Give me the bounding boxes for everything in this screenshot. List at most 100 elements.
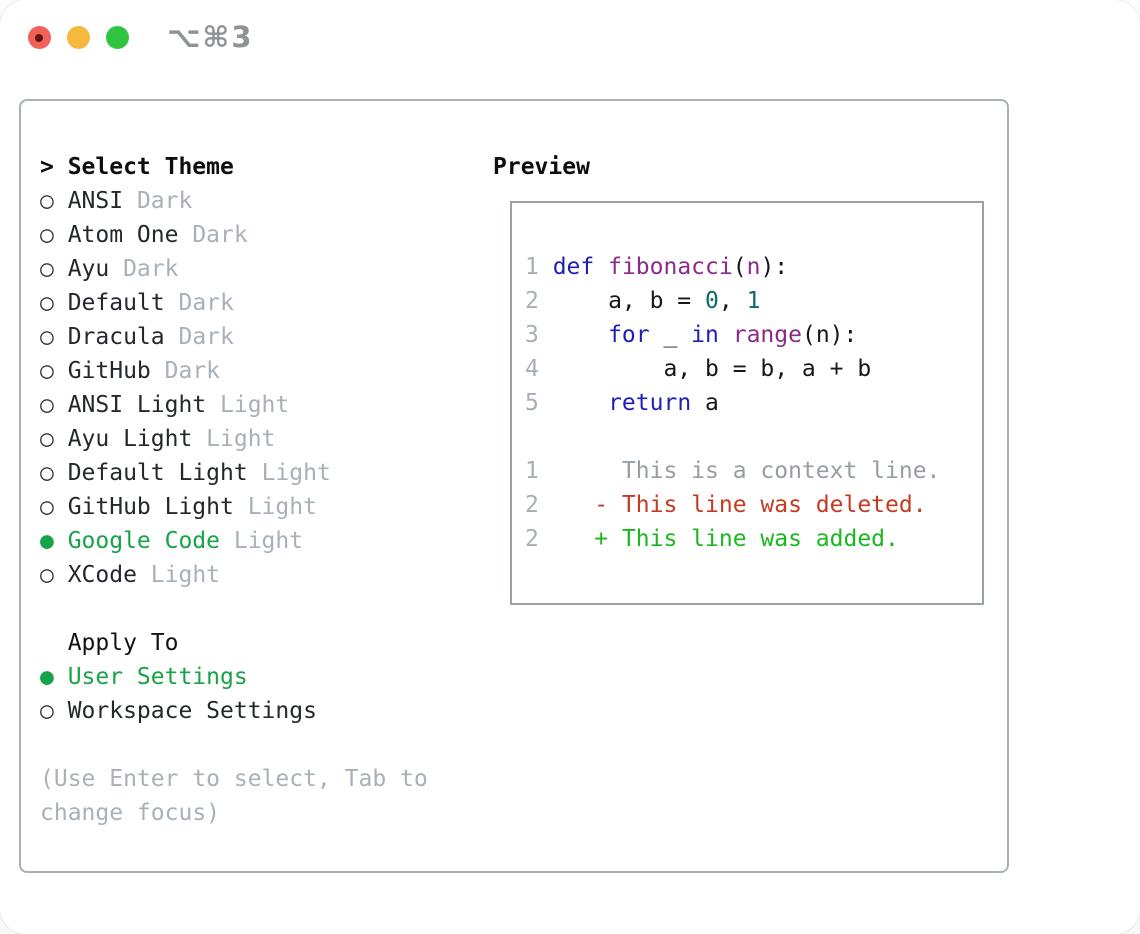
- radio-circle-icon: ○: [40, 426, 54, 452]
- preview-code-line: 2 - This line was deleted.: [525, 488, 982, 522]
- theme-name: Dracula: [67, 324, 179, 350]
- theme-variant-tag: Dark: [136, 188, 193, 214]
- apply-to-title: Apply To: [67, 630, 179, 656]
- theme-option[interactable]: ○ XCode Light: [40, 558, 470, 592]
- radio-circle-icon: ○: [40, 256, 54, 282]
- apply-to-option[interactable]: ○ Workspace Settings: [40, 694, 470, 728]
- theme-option[interactable]: ○ Ayu Dark: [40, 252, 470, 286]
- theme-name: Google Code: [67, 528, 234, 554]
- preview-code-line: 2 a, b = 0, 1: [525, 284, 982, 318]
- titlebar: ⌥⌘3: [0, 0, 1140, 75]
- apply-to-header: Apply To: [40, 626, 470, 660]
- radio-selected-icon: ●: [40, 528, 54, 554]
- line-number: 2: [525, 288, 539, 314]
- code-token-title: n: [746, 254, 761, 280]
- focus-caret-icon: >: [40, 154, 54, 180]
- code-token-plain: a, b = b, a + b: [552, 356, 872, 382]
- theme-variant-tag: Dark: [123, 256, 179, 282]
- minimize-button-icon[interactable]: [67, 26, 90, 49]
- code-token-keyword: def: [552, 254, 595, 280]
- preview-code-line: 1 def fibonacci(n):: [525, 250, 982, 284]
- code-token-keyword: for: [608, 322, 650, 348]
- theme-name: ANSI Light: [67, 392, 221, 418]
- preview-code-line: 2 + This line was added.: [525, 522, 982, 556]
- theme-option[interactable]: ○ANSI Dark: [40, 184, 470, 218]
- theme-name: Default: [67, 290, 179, 316]
- code-token-number: 0: [705, 288, 719, 314]
- theme-variant-tag: Dark: [192, 222, 248, 248]
- theme-option[interactable]: ○Default Light Light: [40, 456, 470, 490]
- preview-code-line: 1 This is a context line.: [525, 454, 982, 488]
- radio-circle-icon: ○: [40, 698, 54, 724]
- theme-option[interactable]: ○ Dracula Dark: [40, 320, 470, 354]
- code-token-title: range: [732, 322, 802, 348]
- code-token-plain: _: [649, 322, 692, 348]
- preview-code-line: 4 a, b = b, a + b: [525, 352, 982, 386]
- theme-name: Ayu Light: [67, 426, 207, 452]
- code-token-keyword: return: [608, 390, 692, 416]
- code-token-plain: (: [732, 254, 747, 280]
- zoom-button-icon[interactable]: [106, 26, 129, 49]
- theme-option[interactable]: ○GitHub Light Light: [40, 490, 470, 524]
- radio-circle-icon: ○: [40, 460, 54, 486]
- radio-circle-icon: ○: [40, 358, 54, 384]
- theme-variant-tag: Dark: [178, 324, 234, 350]
- content-panel: >Select Theme ○ANSI Dark○Atom One Dark○A…: [19, 99, 1009, 873]
- line-number: 2: [525, 526, 539, 552]
- theme-variant-tag: Light: [220, 392, 290, 418]
- code-token-plain: ):: [760, 254, 789, 280]
- theme-name: Ayu: [67, 256, 124, 282]
- theme-option[interactable]: ○GitHub Dark: [40, 354, 470, 388]
- radio-circle-icon: ○: [40, 290, 54, 316]
- radio-selected-icon: ●: [40, 664, 54, 690]
- theme-variant-tag: Light: [206, 426, 276, 452]
- theme-variant-tag: Light: [150, 562, 221, 588]
- theme-name: XCode: [67, 562, 151, 588]
- code-token-title: fibonacci: [608, 254, 733, 280]
- theme-name: Atom One: [67, 222, 193, 248]
- line-number: 1: [525, 254, 539, 280]
- code-token-context: This is a context line.: [552, 458, 941, 484]
- preview-code-line: [525, 420, 982, 454]
- theme-list: ○ANSI Dark○Atom One Dark○Ayu Dark○Defaul…: [40, 184, 470, 592]
- apply-to-option-label: Workspace Settings: [67, 698, 317, 724]
- line-number: 1: [525, 458, 539, 484]
- code-token-plain: [594, 254, 608, 280]
- apply-to-section: Apply To ● User Settings ○ Workspace Settin…: [40, 626, 470, 728]
- code-token-deleted: - This line was deleted.: [552, 492, 927, 518]
- code-token-keyword: in: [691, 322, 719, 348]
- theme-name: ANSI: [67, 188, 137, 214]
- apply-to-option-label: User Settings: [67, 664, 248, 690]
- code-token-plain: (n):: [801, 322, 858, 348]
- theme-option[interactable]: ○ ANSI Light Light: [40, 388, 470, 422]
- theme-option[interactable]: ○ Atom One Dark: [40, 218, 470, 252]
- radio-circle-icon: ○: [40, 392, 54, 418]
- code-token-plain: [719, 322, 733, 348]
- theme-variant-tag: Light: [233, 528, 304, 554]
- preview-code-line: 5 return a: [525, 386, 982, 420]
- theme-name: GitHub Light: [67, 494, 248, 520]
- code-token-number: 1: [746, 288, 761, 314]
- line-number: 4: [525, 356, 539, 382]
- code-token-added: + This line was added.: [552, 526, 899, 552]
- keyboard-hint: (Use Enter to select, Tab to change focu…: [40, 766, 428, 826]
- theme-variant-tag: Light: [247, 494, 317, 520]
- preview-code-line: 3 for _ in range(n):: [525, 318, 982, 352]
- apply-to-option[interactable]: ● User Settings: [40, 660, 470, 694]
- line-number: 2: [525, 492, 539, 518]
- radio-circle-icon: ○: [40, 562, 54, 588]
- radio-circle-icon: ○: [40, 324, 54, 350]
- select-theme-title: Select Theme: [67, 154, 234, 180]
- theme-variant-tag: Light: [261, 460, 331, 486]
- code-token-plain: a: [691, 390, 719, 416]
- close-button-icon[interactable]: [28, 26, 51, 49]
- theme-option[interactable]: ○Default Dark: [40, 286, 470, 320]
- select-theme-header: > Select Theme: [40, 150, 470, 184]
- radio-circle-icon: ○: [40, 222, 54, 248]
- theme-option[interactable]: ○ Ayu Light Light: [40, 422, 470, 456]
- theme-option[interactable]: ● Google Code Light: [40, 524, 470, 558]
- window-shortcut-label: ⌥⌘3: [167, 20, 254, 54]
- code-token-plain: a, b =: [552, 288, 706, 314]
